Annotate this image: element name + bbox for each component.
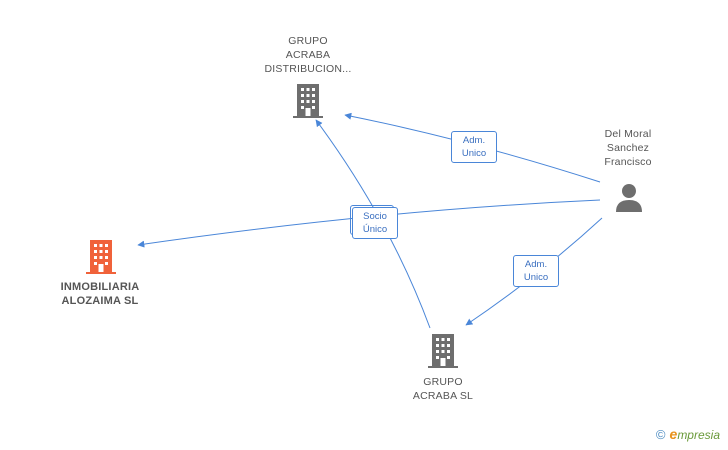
node-label-grupo-acraba[interactable]: GRUPO ACRABA SL [412, 376, 474, 402]
building-icon[interactable] [293, 84, 323, 118]
building-icon[interactable] [86, 240, 116, 274]
building-icon[interactable] [428, 334, 458, 368]
node-label-grupo-distribucion[interactable]: GRUPO ACRABA DISTRIBUCION... [264, 35, 352, 75]
edge-label-adm-unico-bottom: Adm. Unico [513, 255, 559, 287]
person-icon[interactable] [616, 184, 642, 212]
brand-name: mpresia [677, 428, 720, 442]
node-label-del-moral[interactable]: Del Moral Sanchez Francisco [604, 128, 652, 168]
edge-label-adm-unico-top: Adm. Unico [451, 131, 497, 163]
copyright-symbol: © [655, 426, 666, 442]
empresia-logo: © empresia [656, 426, 720, 442]
node-label-inmobiliaria[interactable]: INMOBILIARIA ALOZAIMA SL [60, 281, 140, 307]
brand-initial: e [669, 426, 678, 442]
edge-label-socio-unico: Socio Único [350, 205, 398, 239]
